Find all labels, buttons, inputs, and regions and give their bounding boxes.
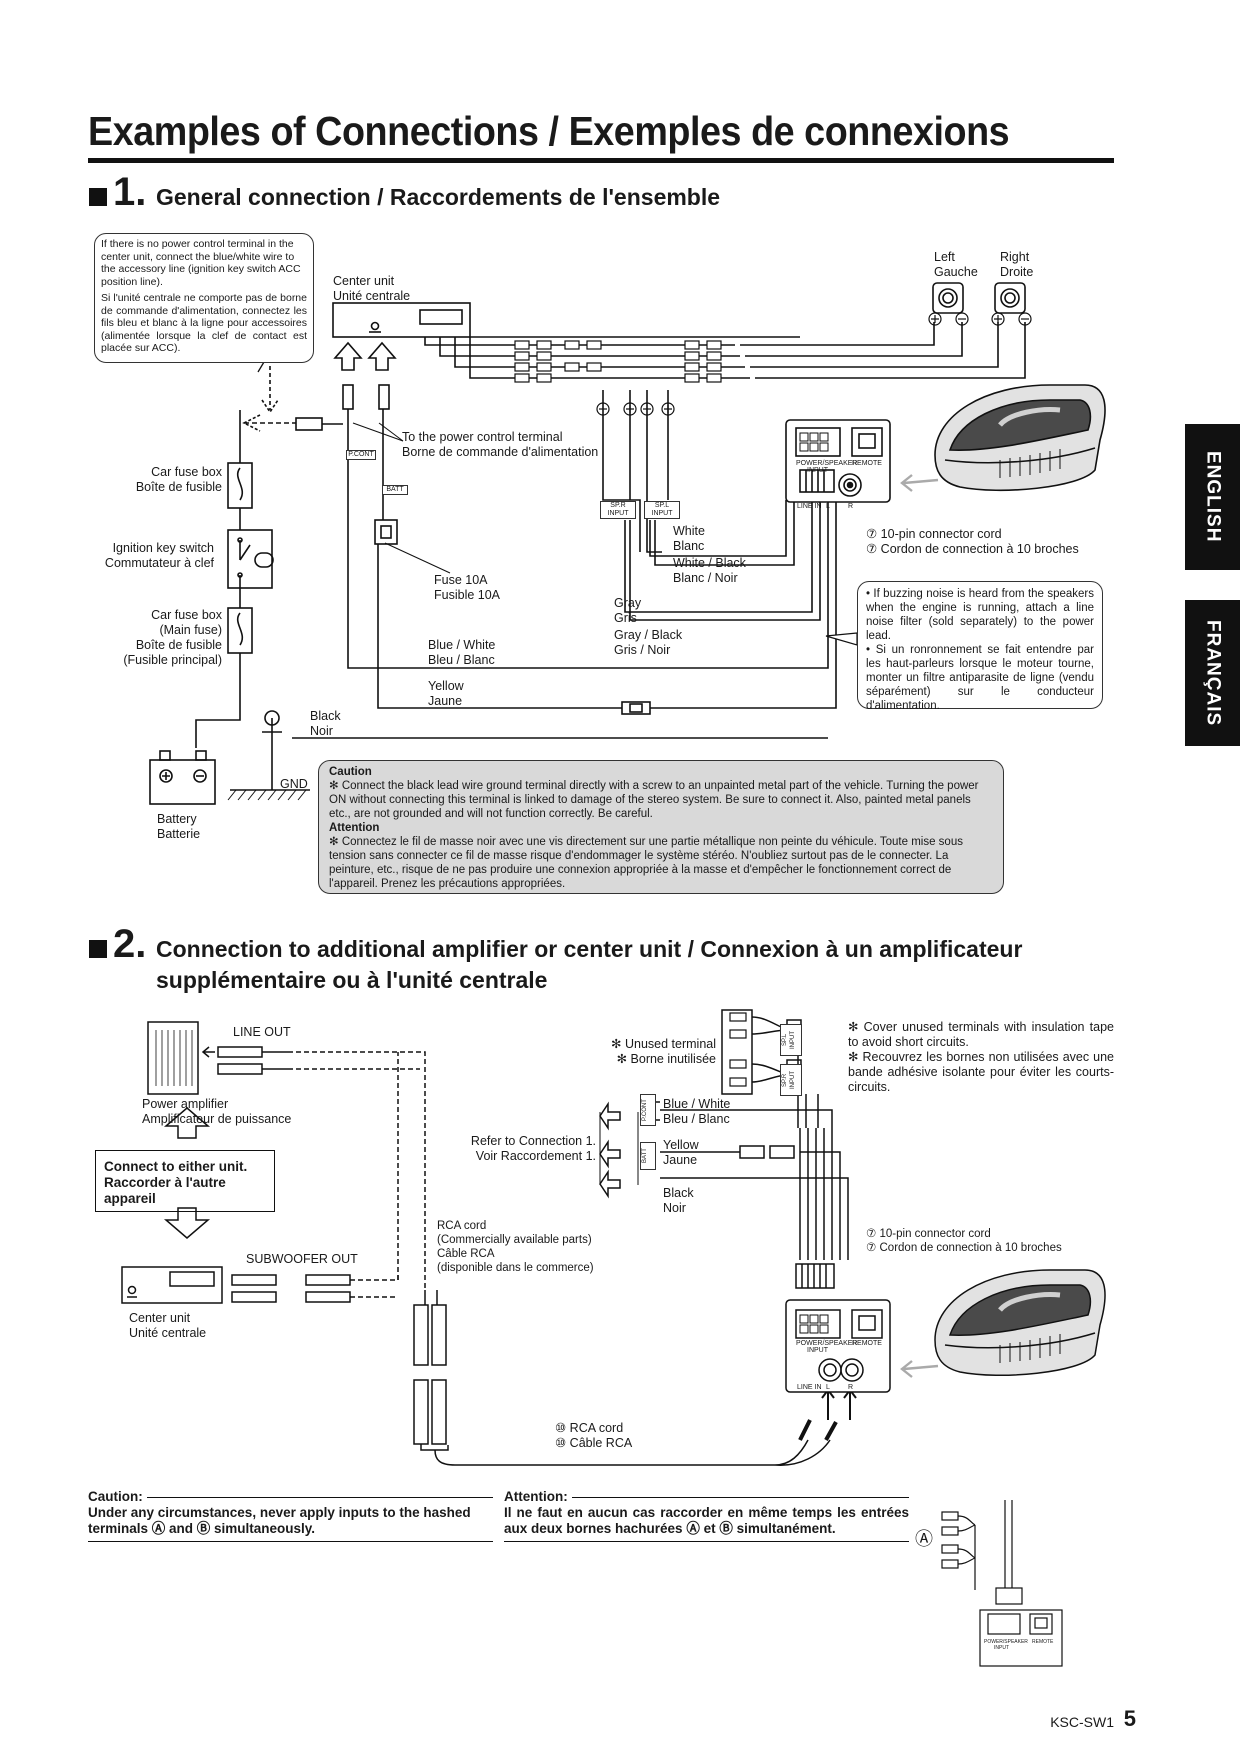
unused-terminal-label: ✻ Unused terminal✻ Borne inutilisée (611, 1037, 716, 1066)
battery-icon (149, 759, 216, 805)
subwoofer-out-label: SUBWOOFER OUT (246, 1252, 358, 1266)
attention-text: ✻ Connectez le fil de masse noir avec un… (329, 836, 963, 890)
batt-tag: BATT (382, 485, 408, 495)
up-arrow-icon (367, 341, 397, 371)
page-number: 5 (1123, 1706, 1136, 1731)
buzzing-note-box: • If buzzing noise is heard from the spe… (857, 581, 1103, 712)
section2-number: 2. (113, 922, 147, 966)
unit-input-label: INPUT (807, 467, 828, 474)
acc-note-en: If there is no power control terminal in… (101, 238, 301, 288)
unit-power-speaker-label: POWER/SPEAKER (796, 460, 858, 467)
rca-cord-label: RCA cord(Commercially available parts) C… (437, 1220, 594, 1274)
attention-heading: Attention (329, 822, 380, 834)
section1-number: 1. (113, 170, 147, 214)
line-out-label: LINE OUT (233, 1025, 291, 1039)
subwoofer-device-illustration (934, 384, 1106, 492)
mini-input-label: INPUT (994, 1645, 1009, 1651)
footer-model: KSC-SW1 (1050, 1714, 1114, 1730)
main-fuse-label: Car fuse box(Main fuse) Boîte de fusible… (123, 608, 222, 667)
unit-remote-label: REMOTE (852, 460, 882, 467)
unit-line-in-label-2: LINE IN (797, 1384, 822, 1391)
cover-terminals-note: ✻ Cover unused terminals with insulation… (848, 1020, 1114, 1094)
acc-note-fr: Si l'unité centrale ne comporte pas de b… (101, 292, 307, 354)
subwoofer-device-illustration (934, 1269, 1106, 1376)
section1-title: General connection / Raccordements de l'… (156, 184, 721, 210)
page-title: Examples of Connections / Exemples de co… (88, 108, 1010, 154)
section2-title-line2: supplémentaire ou à l'unité centrale (156, 967, 548, 993)
acc-note-box: If there is no power control terminal in… (94, 233, 314, 363)
unit-l-label: L (826, 503, 830, 510)
bottom-caution: Caution: Under any circumstances, never … (88, 1489, 493, 1542)
bottom-attention: Attention: Il ne faut en aucun cas racco… (504, 1489, 909, 1542)
caution-heading: Caution (329, 766, 372, 778)
unit-l-label-2: L (826, 1384, 830, 1391)
unit-power-speaker-label-2: POWER/SPEAKER (796, 1340, 858, 1347)
center-unit-icon (121, 1266, 223, 1304)
unit-input-label-2: INPUT (807, 1347, 828, 1354)
unit-remote-label-2: REMOTE (852, 1340, 882, 1347)
unit-r-label: R (848, 503, 854, 510)
terminal-a-marker: Ⓐ (915, 1529, 933, 1549)
connect-either-box: Connect to either unit.Raccorder à l'aut… (95, 1150, 275, 1212)
unit-r-label-2: R (848, 1384, 854, 1391)
caution-text: ✻ Connect the black lead wire ground ter… (329, 780, 979, 820)
section-bullet (89, 188, 107, 206)
center-unit-icon (332, 302, 471, 338)
mini-remote-label: REMOTE (1032, 1639, 1054, 1645)
power-amplifier-icon (147, 1021, 199, 1095)
mini-power-label: POWER/SPEAKER (984, 1639, 1028, 1645)
tab-english[interactable]: ENGLISH (1185, 424, 1240, 570)
unit-line-in-label: LINE IN (797, 503, 822, 510)
refer-connection-label: Refer to Connection 1.Voir Raccordement … (470, 1134, 596, 1163)
title-rule (88, 158, 1114, 163)
section2-title-line1: Connection to additional amplifier or ce… (156, 936, 1023, 962)
up-arrow-icon (333, 341, 363, 371)
spr-input-tag-2: SP.R INPUT (780, 1064, 802, 1096)
section-bullet (89, 940, 107, 958)
tab-francais[interactable]: FRANÇAIS (1185, 600, 1240, 746)
gnd-label: GND (280, 777, 308, 791)
pcont-tag-2: P.CONT (640, 1094, 656, 1126)
caution-box: Caution ✻ Connect the black lead wire gr… (318, 760, 1004, 894)
batt-tag-2: BATT (640, 1142, 656, 1170)
pcont-tag: P.CONT (346, 450, 376, 460)
spl-input-tag-2: SP.L INPUT (780, 1024, 802, 1056)
